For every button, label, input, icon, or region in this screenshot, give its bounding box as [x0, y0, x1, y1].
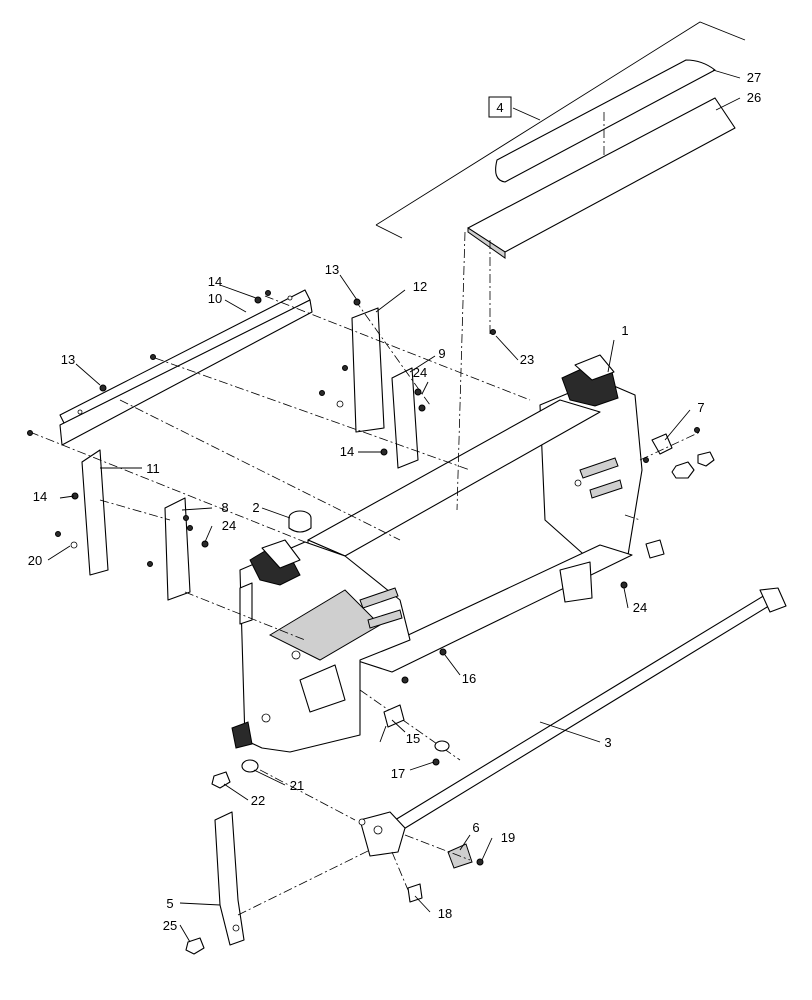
callout-22: 22	[251, 793, 265, 808]
callout-9: 9	[438, 346, 445, 361]
callout-26: 26	[747, 90, 761, 105]
main-frame	[231, 354, 643, 753]
callout-leaders	[47, 69, 741, 943]
callout-4-box	[488, 96, 512, 118]
callout-24a: 24	[413, 365, 427, 380]
callout-18: 18	[438, 906, 452, 921]
callout-13b: 13	[61, 352, 75, 367]
callout-21: 21	[290, 778, 304, 793]
angle-strip	[59, 289, 313, 446]
callout-24b: 24	[222, 518, 236, 533]
callout-23: 23	[520, 352, 534, 367]
callout-24c: 24	[633, 600, 647, 615]
shield-8	[164, 497, 191, 601]
callout-16: 16	[462, 671, 476, 686]
shield-9	[391, 367, 419, 469]
callout-12: 12	[413, 279, 427, 294]
callout-3: 3	[604, 735, 611, 750]
callout-5: 5	[166, 896, 173, 911]
callout-20: 20	[28, 553, 42, 568]
callout-11: 11	[146, 461, 160, 476]
callout-2: 2	[252, 500, 259, 515]
lock-rod	[358, 587, 787, 857]
callout-labels: 1 2 3 4 5 6 7 8 9 10 11 12 13 13 14 14 1…	[28, 70, 761, 933]
callout-27: 27	[747, 70, 761, 85]
callout-14b: 14	[340, 444, 354, 459]
shield-11	[81, 449, 109, 576]
callout-13a: 13	[325, 262, 339, 277]
callout-8: 8	[221, 500, 228, 515]
callout-4: 4	[496, 100, 503, 115]
callout-10: 10	[208, 291, 222, 306]
decal-sheet	[375, 21, 746, 259]
callout-14a: 14	[208, 274, 222, 289]
callout-6: 6	[472, 820, 479, 835]
callout-14c: 14	[33, 489, 47, 504]
center-lines	[29, 231, 701, 916]
callout-25: 25	[163, 918, 177, 933]
callout-15: 15	[406, 731, 420, 746]
shield-12	[351, 307, 385, 433]
side-plate	[651, 433, 673, 455]
callout-17: 17	[391, 766, 405, 781]
callout-19: 19	[501, 830, 515, 845]
latch-bracket	[214, 811, 245, 946]
callout-7: 7	[697, 400, 704, 415]
callout-1: 1	[621, 323, 628, 338]
plug	[288, 510, 312, 533]
hardware	[27, 290, 715, 955]
